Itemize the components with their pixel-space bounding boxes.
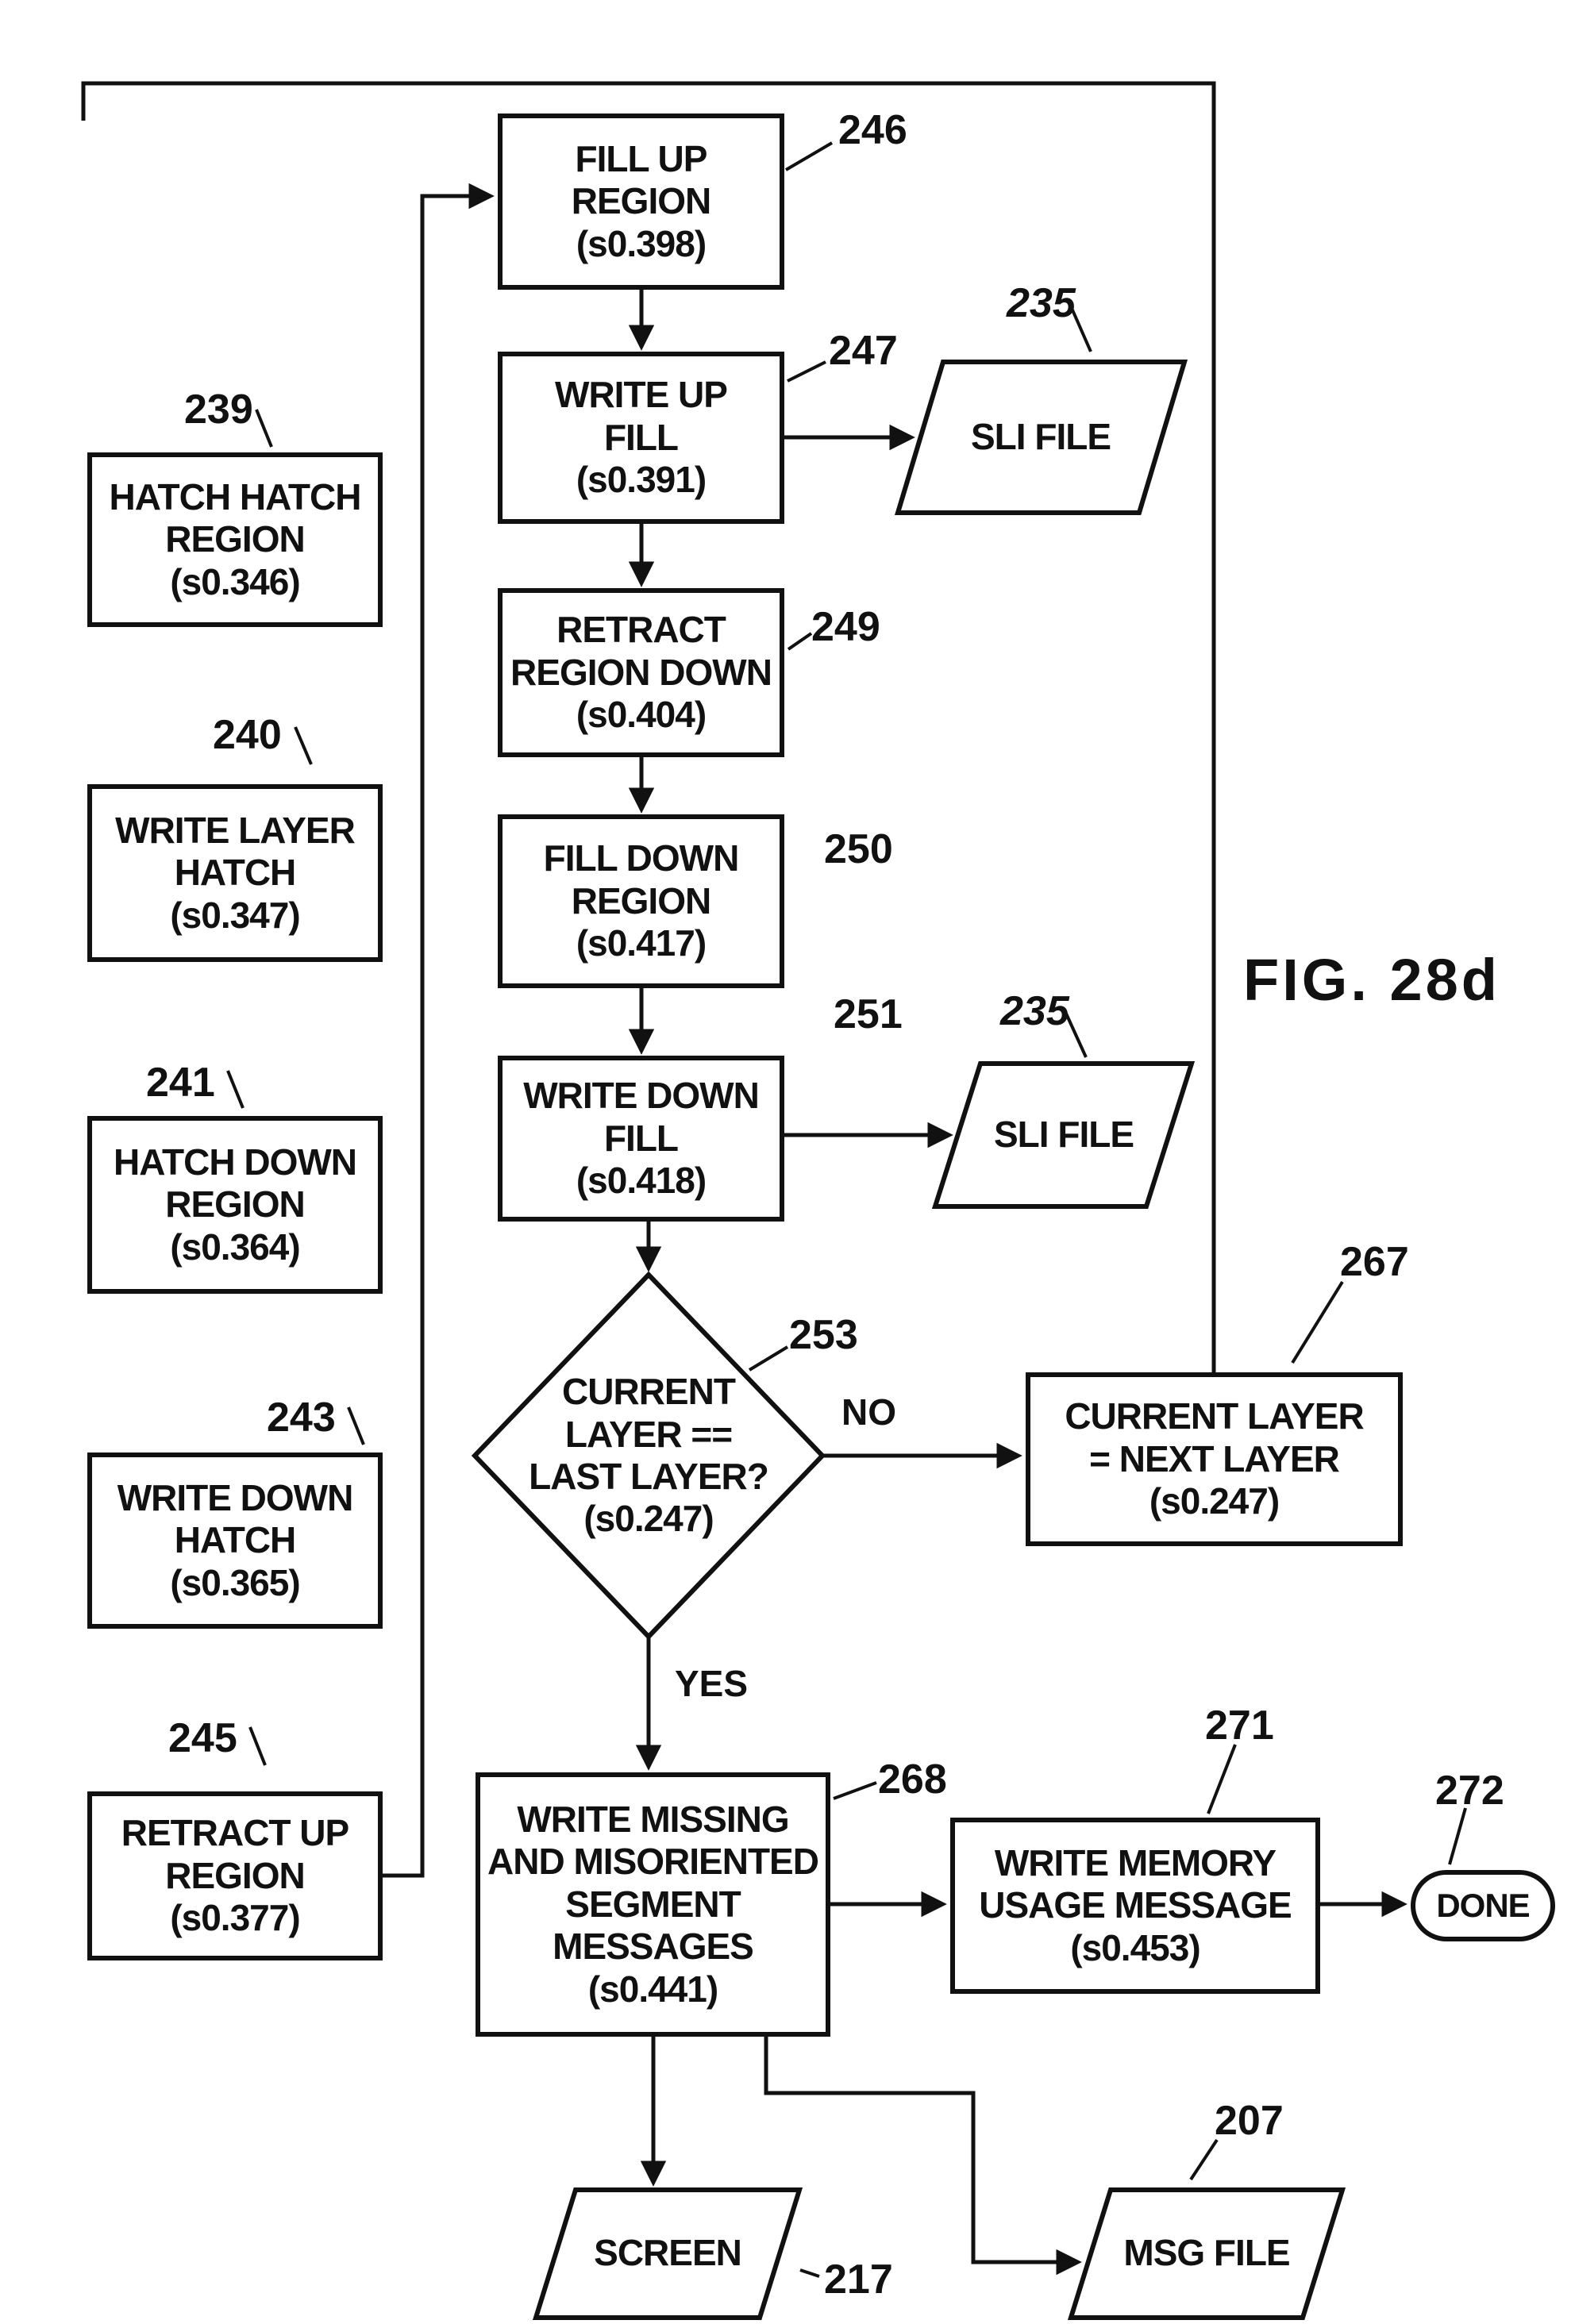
process-box-text: WRITE MISSING AND MISORIENTED SEGMENT ME… [487, 1799, 819, 2010]
process-box-write-memory-usage: WRITE MEMORY USAGE MESSAGE (s0.453) [950, 1818, 1320, 1994]
io-text: SCREEN [594, 2232, 742, 2274]
branch-label-no: NO [841, 1391, 896, 1433]
leader-246 [784, 141, 834, 171]
process-box-fill-down-region: FILL DOWN REGION (s0.417) [498, 814, 784, 988]
ref-number-240: 240 [213, 712, 282, 758]
process-box-text: WRITE UP FILL (s0.391) [555, 374, 728, 501]
ref-number-235-up: 235 [1007, 280, 1076, 326]
io-sli-file-up: SLI FILE [922, 370, 1160, 505]
branch-label-yes: YES [675, 1663, 749, 1704]
leader-235-down [1065, 1013, 1088, 1058]
sli-file-down-shape [931, 1061, 1196, 1209]
decision-text: CURRENT LAYER == LAST LAYER? (s0.247) [529, 1371, 769, 1540]
leader-271 [1207, 1744, 1237, 1814]
process-box-write-segment-messages: WRITE MISSING AND MISORIENTED SEGMENT ME… [476, 1772, 830, 2037]
io-screen: SCREEN [549, 2194, 787, 2313]
process-box-text: HATCH DOWN REGION (s0.364) [114, 1141, 357, 1268]
io-text: MSG FILE [1123, 2232, 1290, 2274]
process-box-write-down-fill: WRITE DOWN FILL (s0.418) [498, 1056, 784, 1222]
io-text: SLI FILE [994, 1114, 1134, 1156]
process-box-text: WRITE MEMORY USAGE MESSAGE (s0.453) [979, 1841, 1292, 1968]
process-box-fill-up-region: FILL UP REGION (s0.398) [498, 114, 784, 290]
connector-retract-up-to-fill-up [383, 183, 495, 1878]
decision-diamond-shape [471, 1271, 826, 1641]
process-box-write-layer-hatch: WRITE LAYER HATCH (s0.347) [87, 784, 383, 962]
process-box-text: FILL UP REGION (s0.398) [571, 137, 711, 264]
leader-267 [1291, 1280, 1344, 1364]
msg-file-shape [1067, 2187, 1346, 2320]
terminal-text: DONE [1436, 1886, 1530, 1924]
ref-number-249: 249 [811, 604, 880, 650]
leader-245 [248, 1726, 267, 1766]
leader-249 [787, 632, 813, 651]
connector-messages-to-msg-file [764, 2037, 1082, 2276]
process-box-current-layer-next: CURRENT LAYER = NEXT LAYER (s0.247) [1026, 1372, 1403, 1546]
leader-268 [833, 1781, 877, 1800]
connector-next-layer-loop [81, 81, 1216, 1372]
decision-current-layer-check: CURRENT LAYER == LAST LAYER? (s0.247) [490, 1305, 807, 1606]
process-box-retract-up-region: RETRACT UP REGION (s0.377) [87, 1791, 383, 1960]
ref-number-241: 241 [146, 1060, 215, 1106]
process-box-text: WRITE DOWN HATCH (s0.365) [117, 1476, 354, 1603]
ref-number-246: 246 [838, 107, 907, 153]
io-msg-file: MSG FILE [1088, 2194, 1326, 2313]
ref-number-245: 245 [168, 1715, 237, 1761]
leader-239 [255, 409, 273, 448]
process-box-write-down-hatch: WRITE DOWN HATCH (s0.365) [87, 1452, 383, 1629]
ref-number-235-down: 235 [1000, 988, 1069, 1034]
ref-number-250: 250 [824, 826, 893, 872]
ref-number-253: 253 [789, 1312, 858, 1358]
ref-number-272: 272 [1435, 1768, 1504, 1814]
leader-243 [347, 1406, 365, 1445]
process-box-text: FILL DOWN REGION (s0.417) [543, 837, 740, 964]
leader-235-up [1069, 306, 1092, 352]
leader-253 [748, 1345, 789, 1372]
leader-247 [787, 360, 826, 383]
ref-number-239: 239 [184, 387, 253, 433]
ref-number-251: 251 [834, 991, 903, 1037]
figure-title: FIG. 28d [1243, 947, 1500, 1013]
sli-file-up-shape [894, 360, 1188, 515]
process-box-text: WRITE LAYER HATCH (s0.347) [115, 809, 356, 936]
screen-shape [532, 2187, 803, 2320]
terminal-done: DONE [1411, 1870, 1555, 1941]
ref-number-268: 268 [878, 1756, 947, 1803]
process-box-text: RETRACT REGION DOWN (s0.404) [510, 609, 772, 736]
io-sli-file-down: SLI FILE [945, 1068, 1183, 1202]
process-box-retract-region-down: RETRACT REGION DOWN (s0.404) [498, 588, 784, 757]
process-box-text: WRITE DOWN FILL (s0.418) [523, 1075, 760, 1202]
ref-number-271: 271 [1205, 1703, 1274, 1749]
leader-217 [799, 2268, 820, 2278]
process-box-write-up-fill: WRITE UP FILL (s0.391) [498, 352, 784, 524]
ref-number-217: 217 [824, 2257, 893, 2303]
process-box-text: HATCH HATCH REGION (s0.346) [109, 475, 362, 602]
ref-number-247: 247 [829, 328, 898, 374]
process-box-text: RETRACT UP REGION (s0.377) [121, 1812, 349, 1939]
leader-241 [226, 1070, 245, 1109]
process-box-hatch-down-region: HATCH DOWN REGION (s0.364) [87, 1116, 383, 1294]
io-text: SLI FILE [971, 416, 1111, 458]
leader-240 [294, 726, 313, 765]
process-box-hatch-hatch-region: HATCH HATCH REGION (s0.346) [87, 452, 383, 627]
ref-number-267: 267 [1340, 1239, 1409, 1285]
ref-number-207: 207 [1215, 2098, 1284, 2144]
ref-number-243: 243 [267, 1395, 336, 1441]
leader-272 [1448, 1807, 1467, 1865]
process-box-text: CURRENT LAYER = NEXT LAYER (s0.247) [1065, 1395, 1364, 1522]
leader-207 [1189, 2138, 1219, 2181]
